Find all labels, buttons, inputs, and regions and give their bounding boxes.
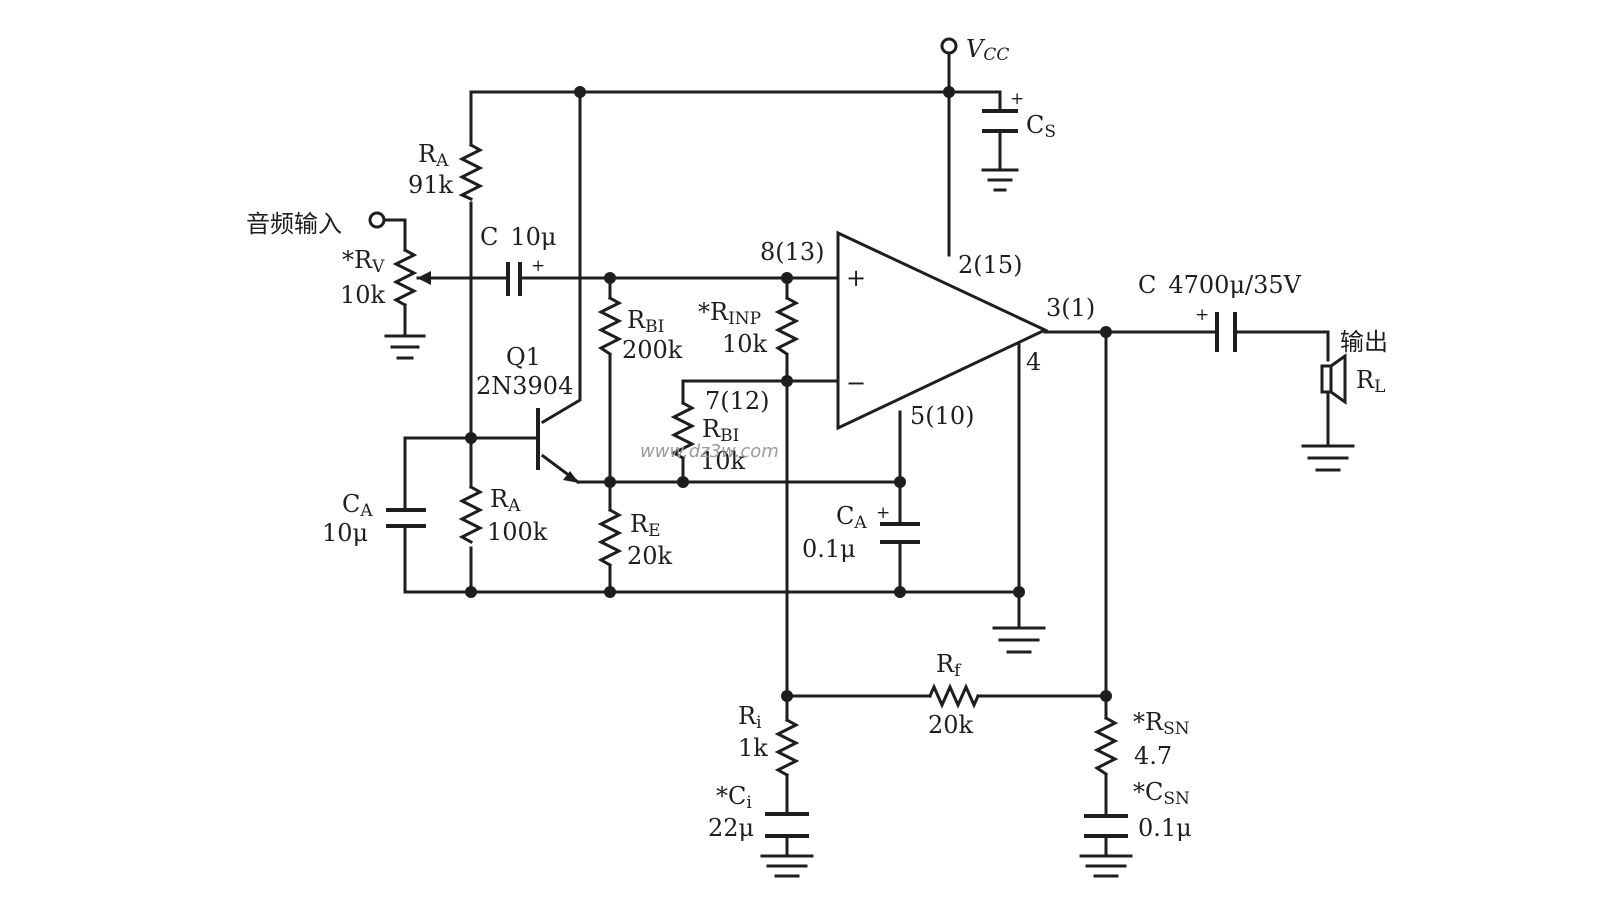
csn-value: 0.1μ xyxy=(1138,814,1192,842)
cs-label: CS xyxy=(1026,111,1056,142)
rbi-top-value: 200k xyxy=(622,336,683,364)
cs-polarity: + xyxy=(1010,89,1024,109)
pin-gnd-label: 4 xyxy=(1026,348,1041,376)
ca-mid-polarity: + xyxy=(876,503,890,523)
rbi-mid-resistor xyxy=(670,400,696,461)
rv-label: *RV xyxy=(342,246,385,277)
q1-part: 2N3904 xyxy=(476,372,573,400)
rl-label: RL xyxy=(1356,366,1385,397)
ground-rl xyxy=(1301,444,1355,472)
csn-label: *CSN xyxy=(1133,778,1190,809)
ground-ci xyxy=(760,854,814,878)
ci-label: *Ci xyxy=(716,782,752,813)
ca-mid-label: CA xyxy=(836,502,867,533)
opamp-minus: − xyxy=(846,369,866,397)
input-terminal[interactable] xyxy=(368,211,386,229)
re-value: 20k xyxy=(627,542,673,570)
resistors xyxy=(392,142,1119,778)
q1-collector-wire xyxy=(540,90,582,425)
ground-rv xyxy=(384,334,426,360)
rv-resistor xyxy=(392,247,418,308)
capacitors xyxy=(386,109,1237,838)
output-wire-b xyxy=(1235,330,1330,362)
rsn-value: 4.7 xyxy=(1134,742,1172,770)
ra-top-label: RA xyxy=(418,140,449,171)
ground-symbols xyxy=(384,168,1355,878)
opamp-plus: + xyxy=(846,264,866,292)
pin-vcc-label: 2(15) xyxy=(958,251,1023,279)
c-out-polarity: + xyxy=(1195,305,1209,325)
ra-top-value: 91k xyxy=(408,171,454,199)
vcc-label: VCC xyxy=(966,35,1009,65)
watermark: www.dz3w.com xyxy=(640,441,779,462)
ra-bot-value: 100k xyxy=(487,518,548,546)
output-label: 输出 xyxy=(1340,328,1388,356)
ca-left-value: 10μ xyxy=(322,519,368,547)
pin-inv-label: 7(12) xyxy=(705,387,770,415)
rsn-resistor xyxy=(1093,715,1119,777)
ri-label: Ri xyxy=(738,702,762,733)
rinp-value: 10k xyxy=(722,330,768,358)
rf-resistor xyxy=(928,683,980,709)
rv-value: 10k xyxy=(340,281,386,309)
rsn-label: *RSN xyxy=(1133,708,1190,739)
ci-value: 22μ xyxy=(708,814,754,842)
speaker-rl xyxy=(1320,353,1347,405)
rinp-resistor xyxy=(774,295,800,357)
pin-noninv-label: 8(13) xyxy=(760,238,825,266)
re-resistor xyxy=(597,507,623,568)
q1-emitter-arrow xyxy=(563,471,579,483)
rf-label: Rf xyxy=(936,650,962,681)
rv-wiper-arrow xyxy=(417,271,431,285)
rbi-top-label: RBI xyxy=(627,306,664,337)
ground-pin4 xyxy=(992,626,1046,654)
c-in-polarity: + xyxy=(531,256,545,276)
ground-cs xyxy=(981,168,1019,192)
rbi-mid-label: RBI xyxy=(702,415,739,446)
rbi-top-resistor xyxy=(597,295,623,357)
pin-out-label: 3(1) xyxy=(1046,294,1095,322)
ra-bot-resistor xyxy=(458,484,484,545)
q1-transistor xyxy=(536,408,579,483)
ground-csn xyxy=(1079,854,1133,878)
junctions xyxy=(465,86,1112,702)
pin-byp-label: 5(10) xyxy=(910,402,975,430)
op-amp xyxy=(836,230,1049,431)
rbi-mid-value: 10k xyxy=(700,447,746,475)
q1-label: Q1 xyxy=(506,343,541,371)
ra-top-resistor xyxy=(458,142,484,201)
ca-left-label: CA xyxy=(342,490,373,521)
rf-value: 20k xyxy=(928,711,974,739)
ca-mid-value: 0.1μ xyxy=(802,535,856,563)
input-wire xyxy=(382,218,407,252)
ri-resistor xyxy=(774,717,800,778)
re-label: RE xyxy=(630,510,661,541)
ri-value: 1k xyxy=(738,734,768,762)
vcc-terminal xyxy=(940,37,958,55)
ra-bot-label: RA xyxy=(490,485,521,516)
rinp-label: *RINP xyxy=(698,298,761,329)
cs-wire xyxy=(947,90,1002,112)
input-label: 音频输入 xyxy=(246,210,342,238)
